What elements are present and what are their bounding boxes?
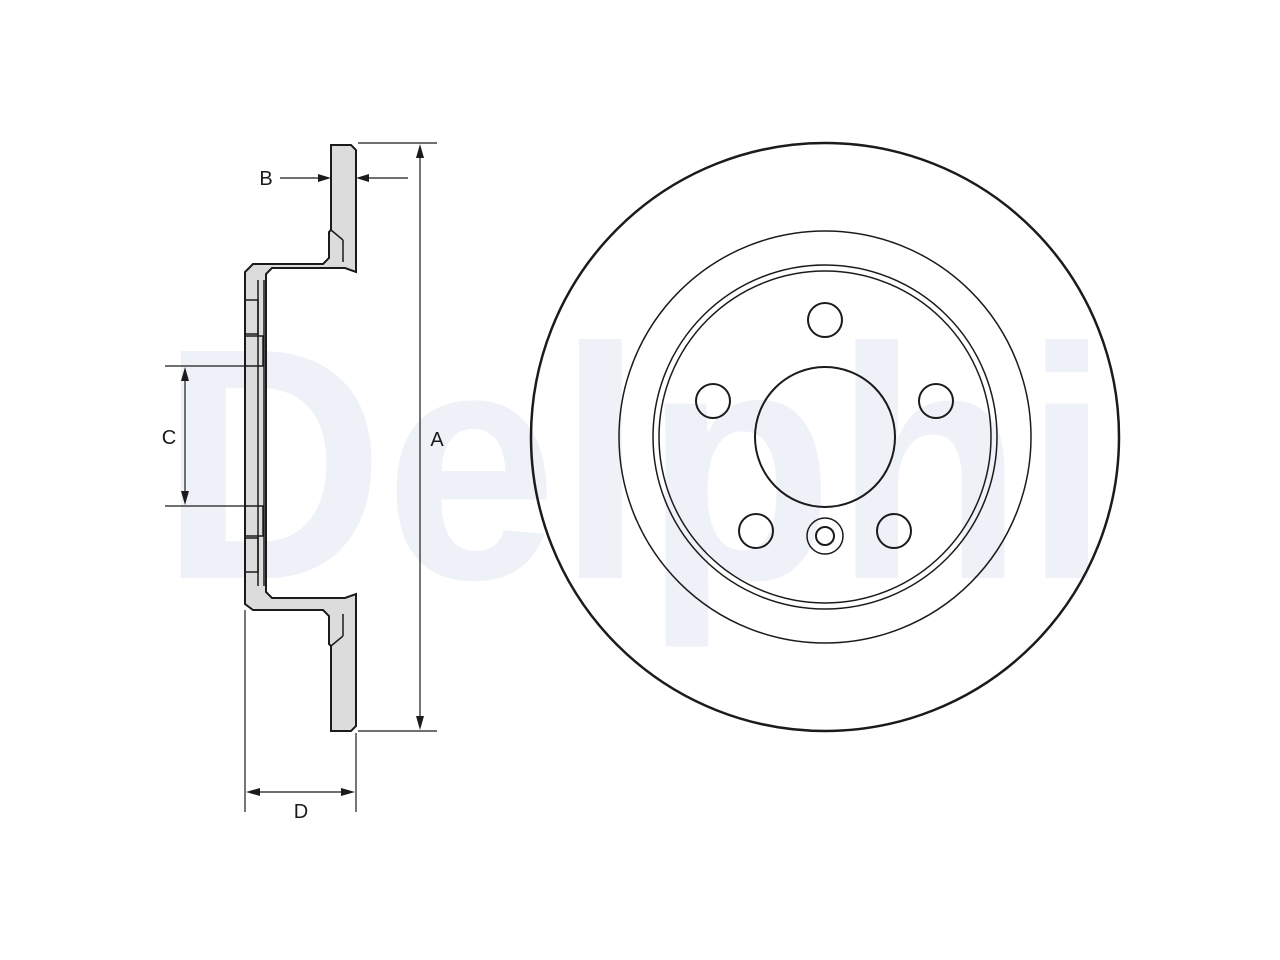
front-view bbox=[529, 141, 1121, 733]
locating-pin-hole-outer bbox=[806, 517, 844, 555]
dimension-c: C bbox=[162, 365, 247, 507]
dimension-d: D bbox=[244, 610, 357, 823]
bolt-hole bbox=[807, 302, 843, 338]
dimension-a-label: A bbox=[430, 429, 444, 451]
watermark-logo: Delphi bbox=[160, 279, 1110, 650]
disc-cross-section bbox=[244, 144, 357, 732]
side-section-view bbox=[244, 144, 357, 732]
locating-pin-hole bbox=[815, 526, 835, 546]
hat-fillet-top bbox=[330, 229, 344, 241]
bolt-hole bbox=[738, 513, 774, 549]
hat-outer-edge bbox=[652, 264, 998, 610]
bolt-hole bbox=[695, 383, 731, 419]
dimension-a: A bbox=[358, 142, 444, 732]
dimension-d-label: D bbox=[294, 801, 308, 823]
bolt-hole bbox=[876, 513, 912, 549]
dimension-b-label: B bbox=[259, 168, 272, 190]
hat-inner-edge bbox=[658, 270, 992, 604]
hat-fillet-bottom bbox=[330, 635, 344, 647]
stud-section-top bbox=[244, 335, 264, 367]
center-bore bbox=[754, 366, 896, 508]
disc-outer-edge bbox=[529, 141, 1121, 733]
dimension-c-label: C bbox=[162, 427, 176, 449]
stud-section-bottom bbox=[244, 505, 264, 537]
bolt-hole bbox=[918, 383, 954, 419]
bolt-hole-section-bottom bbox=[244, 537, 259, 573]
bolt-hole-section-top bbox=[244, 299, 259, 335]
dimension-b: B bbox=[259, 168, 408, 190]
friction-ring-inner-edge bbox=[618, 230, 1032, 644]
